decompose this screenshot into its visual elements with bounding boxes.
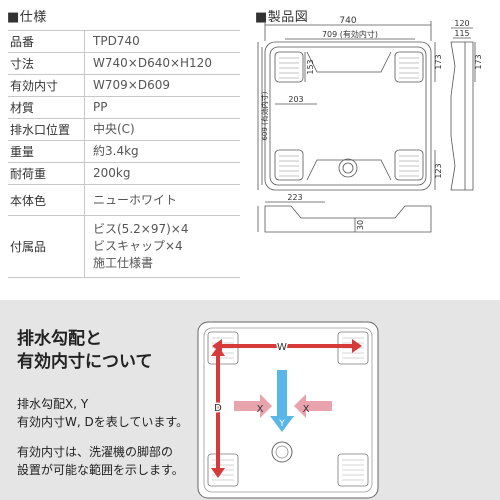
spec-value: 中央(C) (84, 118, 240, 141)
product-drawing: 740 709 (有効内寸) 153 203 173 123 (255, 16, 483, 233)
spec-value: W740×D640×H120 (84, 52, 240, 75)
slope-x-left-arrow (234, 394, 272, 418)
dim-173-top: 173 (434, 54, 443, 69)
dim-side-115: 115 (454, 29, 469, 38)
spec-value-line: PP (93, 100, 108, 114)
spec-value-line: 中央(C) (93, 122, 135, 136)
dim-30: 30 (356, 220, 365, 230)
spec-key: 排水口位置 (8, 118, 85, 141)
spec-value-line: W709×D609 (93, 78, 170, 92)
spec-row: 排水口位置中央(C) (8, 118, 240, 141)
dim-width-inner: 709 (有効内寸) (322, 29, 378, 39)
drawing-heading: ■製品図 (255, 10, 309, 25)
dim-173-bottom: 173 (474, 54, 483, 69)
slope-paragraph-1-line2: 有効内寸W, Dを表しています。 (17, 415, 189, 429)
dim-side-120: 120 (454, 19, 469, 28)
spec-value-line: TPD740 (93, 34, 140, 48)
spec-value-line: ビスキャップ×4 (93, 239, 183, 253)
slope-diagram: W D X X Y (197, 321, 379, 499)
front-view (264, 205, 432, 233)
spec-row: 耐荷重 200kg (8, 162, 240, 185)
spec-value-line: 約3.4kg (93, 144, 139, 158)
drain-outlet (338, 158, 358, 178)
label-w: W (277, 342, 287, 353)
spec-value-line: 施工仕様書 (93, 256, 154, 270)
spec-row: 有効内寸 W709×D609 (8, 74, 240, 97)
spec-value: 200kg (84, 162, 240, 185)
spec-value: TPD740 (84, 30, 240, 53)
spec-row: 付属品ビス(5.2×97)×4 ビスキャップ×4 施工仕様書 (8, 215, 240, 278)
dim-153: 153 (306, 59, 315, 74)
spec-value: 約3.4kg (84, 140, 240, 163)
spec-row: 本体色ニューホワイト (8, 184, 240, 216)
spec-value-line: W740×D640×H120 (93, 56, 212, 70)
spec-value: W709×D609 (84, 74, 240, 97)
slope-paragraph-1: 排水勾配X, Y 有効内寸W, Dを表しています。 (17, 395, 188, 431)
spec-value: ビス(5.2×97)×4 ビスキャップ×4 施工仕様書 (84, 215, 240, 278)
dim-width-total: 740 (339, 16, 356, 26)
spec-value-line: ビス(5.2×97)×4 (93, 222, 189, 236)
slope-paragraph-1-line1: 排水勾配X, Y (17, 397, 89, 411)
spec-heading: ■仕様 (7, 10, 47, 25)
drain-outlet-icon (271, 441, 293, 463)
spec-value-line: ニューホワイト (93, 192, 178, 207)
dim-640: 640 (255, 112, 256, 127)
side-view (450, 41, 474, 191)
dim-123: 123 (434, 163, 443, 178)
slope-title-line1: 排水勾配と (17, 329, 102, 349)
foot-pads-top-view (274, 51, 424, 181)
spec-key: 本体色 (8, 184, 85, 216)
dim-223: 223 (287, 193, 302, 202)
spec-key: 重量 (8, 140, 85, 163)
spec-key: 付属品 (8, 215, 85, 278)
dim-front-120: 120 (255, 211, 256, 226)
spec-value: ニューホワイト (84, 184, 240, 216)
dim-609: 609 (有効内寸) (260, 91, 269, 140)
depth-d-arrow (211, 346, 225, 478)
spec-row: 重量約3.4kg (8, 140, 240, 163)
label-y: Y (278, 419, 285, 429)
spec-row: 材質 PP (8, 96, 240, 119)
slope-x-right-arrow (294, 394, 332, 418)
spec-key: 有効内寸 (8, 74, 85, 97)
spec-key: 寸法 (8, 52, 85, 75)
spec-row: 寸法 W740×D640×H120 (8, 52, 240, 75)
slope-paragraph-2-line2: 設置が可能な範囲を示します。 (17, 463, 184, 477)
dim-203: 203 (288, 95, 303, 104)
label-d: D (214, 403, 222, 414)
spec-table: 品番 TPD740 寸法 W740×D640×H120 有効内寸 W709×D609 材質 P… (8, 30, 240, 278)
label-x-left: X (257, 404, 264, 415)
slope-y-arrow (270, 370, 294, 432)
spec-key: 材質 (8, 96, 85, 119)
spec-value-line: 200kg (93, 166, 131, 180)
slope-paragraph-2-line1: 有効内寸は、洗濯機の脚部の (17, 445, 174, 459)
label-x-right: X (303, 404, 310, 415)
spec-row: 品番 TPD740 (8, 30, 240, 53)
spec-value: PP (84, 96, 240, 119)
spec-key: 耐荷重 (8, 162, 85, 185)
spec-key: 品番 (8, 30, 85, 53)
slope-paragraph-2: 有効内寸は、洗濯機の脚部の 設置が可能な範囲を示します。 (17, 443, 184, 479)
slope-title-line2: 有効内寸について (17, 352, 153, 372)
